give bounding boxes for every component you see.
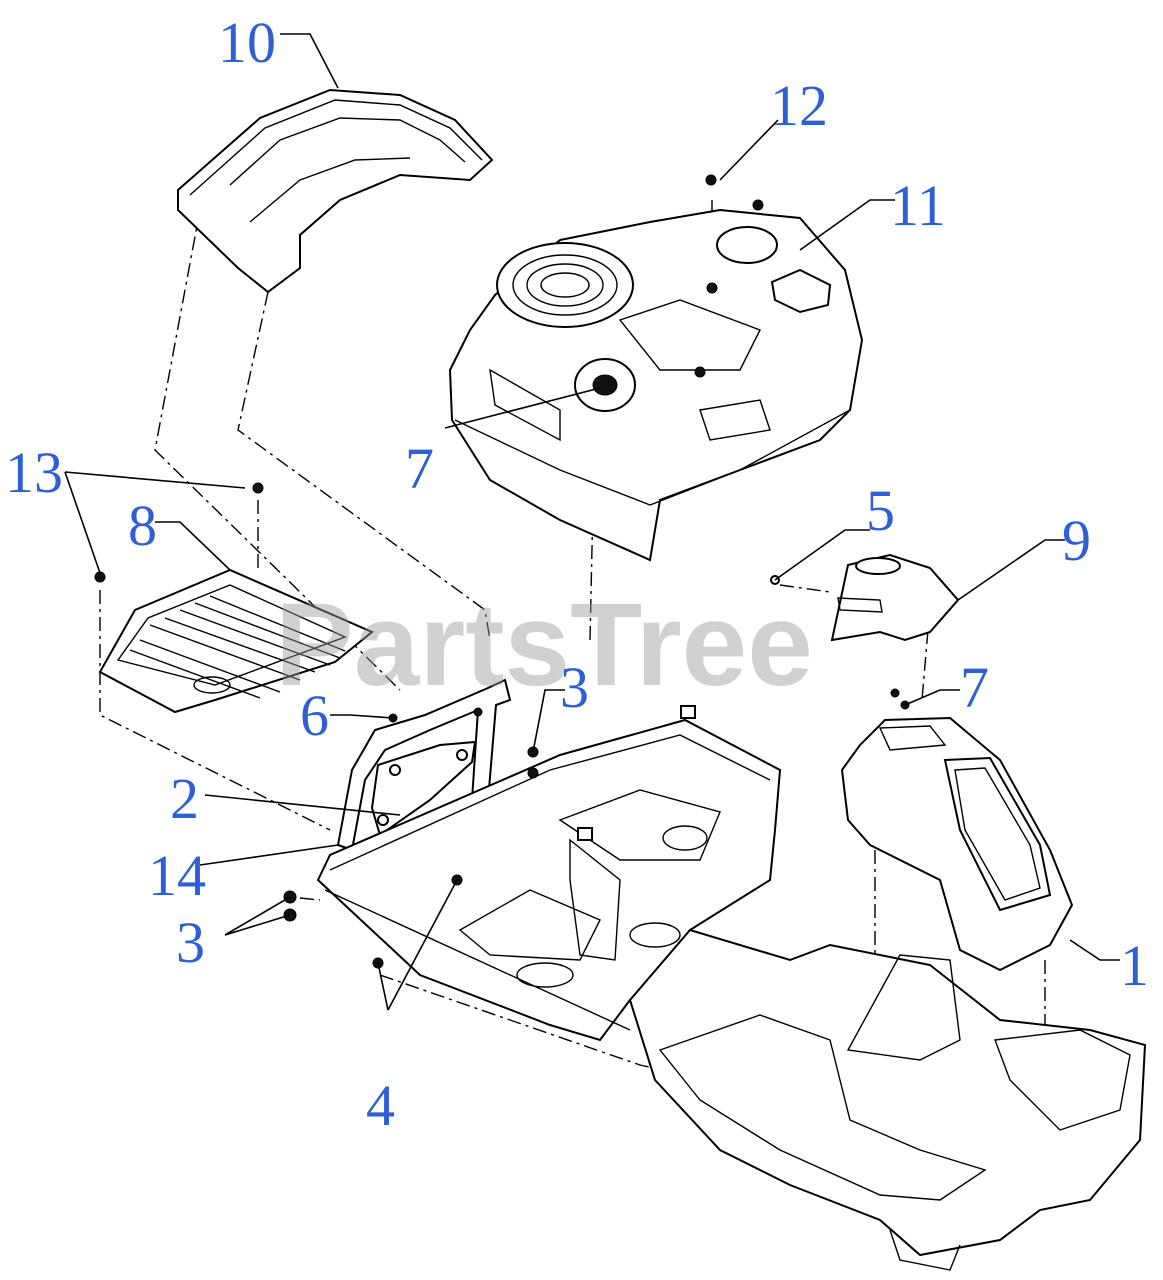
callout-10: 10 <box>218 10 276 75</box>
part-deck-plate <box>98 568 374 714</box>
callout-2: 2 <box>170 766 199 831</box>
callout-13: 13 <box>5 440 63 505</box>
part-floor-pan <box>628 928 1147 1271</box>
part-seat-frame <box>336 678 512 852</box>
leader-lines <box>64 33 1120 1011</box>
callout-7-hood: 7 <box>405 436 434 501</box>
callout-11: 11 <box>890 173 946 238</box>
callout-4: 4 <box>366 1073 395 1138</box>
callout-9: 9 <box>1062 508 1091 573</box>
callout-1: 1 <box>1120 933 1149 998</box>
callout-5: 5 <box>866 478 895 543</box>
part-dash-cover <box>830 553 960 642</box>
part-console <box>840 716 1074 972</box>
callout-8: 8 <box>128 493 157 558</box>
callout-7-console: 7 <box>960 655 989 720</box>
callout-6: 6 <box>300 683 329 748</box>
callouts: 10 12 11 7 13 8 5 9 3 7 6 2 14 3 1 4 <box>5 10 1149 1138</box>
callout-3-upper: 3 <box>560 655 589 720</box>
callout-14: 14 <box>148 843 206 908</box>
callout-3-lower: 3 <box>176 910 205 975</box>
part-hood <box>448 208 864 562</box>
callout-12: 12 <box>770 73 828 138</box>
watermark-text: PartsTree <box>275 579 813 711</box>
part-top-cover <box>177 88 494 294</box>
